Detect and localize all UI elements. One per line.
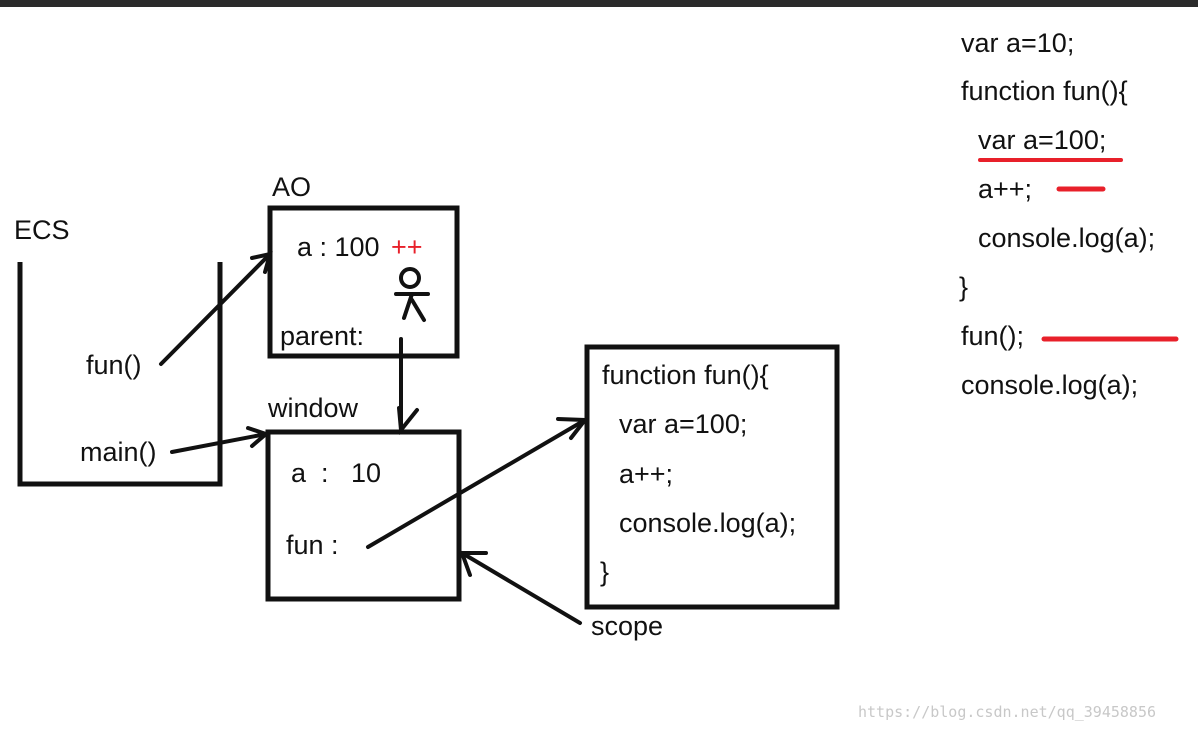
code-line: var a=10; <box>961 28 1075 58</box>
function-box-line: a++; <box>619 459 674 489</box>
function-box-line: var a=100; <box>619 409 748 439</box>
function-box-line: } <box>600 557 610 587</box>
code-line: console.log(a); <box>978 223 1156 253</box>
ao-parent-label: parent: <box>280 321 365 351</box>
stack-frame-fun: fun() <box>86 350 142 380</box>
ao-increment-mark: ++ <box>391 232 423 262</box>
top-bar <box>0 0 1198 7</box>
ecs-label: ECS <box>14 215 70 245</box>
stick-figure-icon <box>394 267 430 322</box>
ao-var-a: a : 100 <box>297 232 380 262</box>
function-box-line: console.log(a); <box>619 508 797 538</box>
stack-frame-main: main() <box>80 437 157 467</box>
window-var-a: a : 10 <box>291 458 382 488</box>
code-line: } <box>959 272 969 302</box>
code-line: a++; <box>978 174 1033 204</box>
code-line: console.log(a); <box>961 370 1139 400</box>
arrow-fun-to-function <box>366 417 589 549</box>
ao-box <box>267 205 460 359</box>
scope-label: scope <box>591 611 664 641</box>
arrow-scope-to-window <box>459 551 582 625</box>
ecs-stack-outline <box>17 262 223 487</box>
function-box <box>584 344 840 610</box>
code-line: function fun(){ <box>961 76 1128 106</box>
ao-title: AO <box>272 172 312 202</box>
watermark: https://blog.csdn.net/qq_39458856 <box>858 703 1157 721</box>
window-fun-label: fun : <box>286 530 339 560</box>
code-line: fun(); <box>961 321 1025 351</box>
function-box-line: function fun(){ <box>602 360 769 390</box>
window-box <box>265 429 462 602</box>
arrow-fun-to-ao <box>159 251 273 366</box>
window-title: window <box>268 393 359 423</box>
arrow-main-to-window <box>170 426 270 454</box>
code-line: var a=100; <box>978 125 1107 155</box>
arrow-parent-to-window <box>397 337 419 436</box>
